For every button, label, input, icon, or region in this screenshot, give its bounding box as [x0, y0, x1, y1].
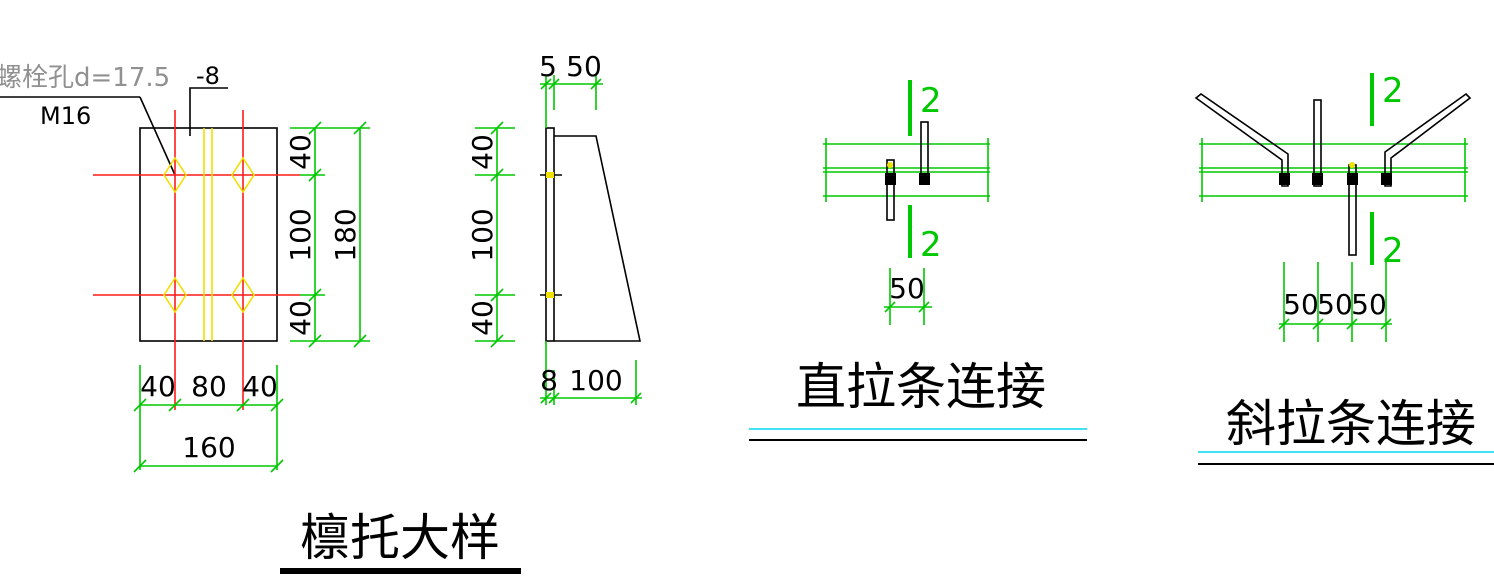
straight-tie-detail: 2 2 50 直拉条连接: [749, 80, 1087, 441]
straight-tie-title: 直拉条连接: [796, 358, 1046, 416]
dim-h-40-left: 40: [140, 370, 176, 403]
straight-section-label-bottom: 2: [920, 225, 942, 265]
side-dim-ticks-left: [490, 121, 504, 348]
diag-nut-4: [1381, 173, 1392, 185]
dim-v-100: 100: [284, 208, 317, 261]
plate-outline: [139, 127, 278, 342]
hole-leader-diag: [139, 96, 176, 176]
diag-nut-2: [1312, 173, 1323, 185]
dim-h-80: 80: [191, 370, 227, 403]
dim-h-40-right: 40: [242, 370, 278, 403]
diagonal-tie-detail: 2 2 50 50 50 斜拉条连接: [1194, 71, 1494, 465]
diag-bolt-dot: [1349, 162, 1355, 168]
diag-rod-right: [1384, 92, 1472, 187]
diag-nut-1: [1279, 173, 1290, 185]
bolt-mark-2-yellow: [546, 292, 554, 298]
bolt-mark-1-yellow: [546, 172, 554, 178]
bolt-hole-1: [163, 156, 187, 194]
side-dim-40-top: 40: [466, 134, 499, 170]
plate-leader: [189, 87, 228, 136]
diag-nut-3: [1347, 173, 1358, 185]
dim-h-160: 160: [182, 431, 235, 464]
purlin-support-title: 檩托大样: [300, 509, 500, 567]
diag-dim-50-c: 50: [1351, 288, 1387, 321]
straight-bolt-dot: [887, 162, 893, 168]
straight-tie-rod-down: [886, 159, 895, 221]
dim-v-40-top: 40: [284, 134, 317, 170]
bolt-hole-2: [231, 156, 255, 194]
side-dim-40-bottom: 40: [466, 300, 499, 336]
dim-ticks-right: [308, 121, 367, 348]
diag-rod-left: [1194, 93, 1289, 187]
straight-nut-1: [919, 173, 930, 185]
dim-v-40-bottom: 40: [284, 300, 317, 336]
bolt-hole-4: [231, 276, 255, 314]
purlin-support-detail: 螺栓孔d=17.5 M16 -8 40 10: [0, 62, 521, 574]
dim-v-180: 180: [329, 208, 362, 261]
stiffener-profile: [554, 135, 641, 342]
straight-dim-50: 50: [889, 272, 925, 305]
diagonal-tie-title: 斜拉条连接: [1226, 395, 1476, 453]
side-dim-bottom-8: 8: [540, 364, 558, 397]
side-view-detail: 40 100 40 5 50 8 100: [466, 50, 642, 405]
side-dim-top-5: 5: [539, 50, 557, 83]
diag-rod-vertical-up: [1313, 99, 1322, 187]
bolt-hole-3: [163, 276, 187, 314]
side-dim-ticks-top: [540, 78, 602, 90]
plate-label: -8: [196, 62, 220, 90]
side-dim-bottom-100: 100: [569, 364, 622, 397]
bolt-label: M16: [40, 102, 91, 130]
diag-dim-ticks: [1278, 318, 1392, 330]
diag-dim-50-b: 50: [1317, 288, 1353, 321]
straight-section-label-top: 2: [920, 81, 942, 121]
side-dim-ticks-bottom: [540, 392, 642, 404]
diag-section-label-top: 2: [1382, 71, 1404, 111]
dim-ticks-bottom: [133, 398, 284, 473]
straight-nut-2: [885, 173, 896, 185]
diag-section-label-bottom: 2: [1382, 231, 1404, 271]
side-dim-top-50: 50: [566, 50, 602, 83]
diag-dim-50-a: 50: [1283, 288, 1319, 321]
hole-label: 螺栓孔d=17.5: [0, 63, 170, 93]
side-dim-100: 100: [466, 208, 499, 261]
straight-dim-ticks: [884, 301, 930, 313]
side-plate: [545, 127, 555, 342]
